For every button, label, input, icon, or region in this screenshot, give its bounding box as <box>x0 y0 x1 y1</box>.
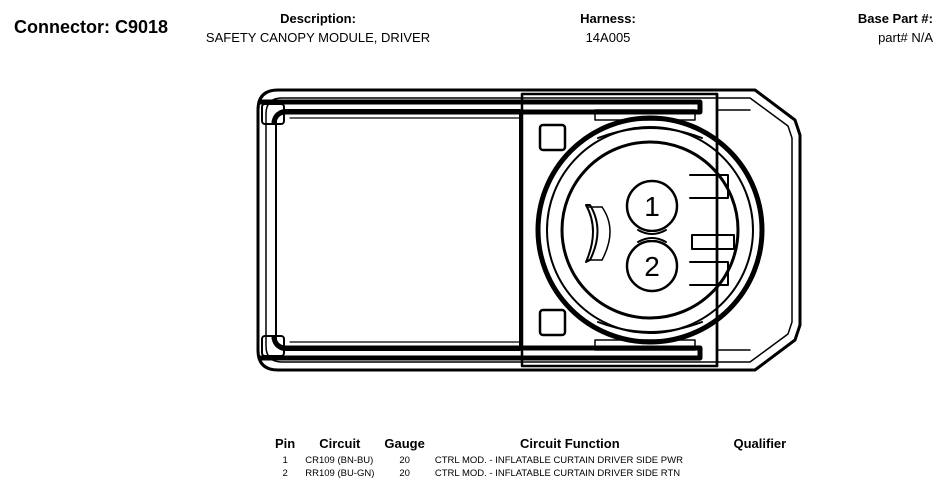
connector-title: Connector: C9018 <box>14 17 169 37</box>
bottom-latch-rail <box>257 335 703 361</box>
pin-1-label: 1 <box>644 191 660 222</box>
table-row: 1 CR109 (BN-BU) 20 CTRL MOD. - INFLATABL… <box>270 454 810 467</box>
base-part-block: Base Part #: part# N/A <box>858 11 933 46</box>
circuit-cell: RR109 (BU-GN) <box>305 468 375 479</box>
gauge-cell: 20 <box>399 455 410 466</box>
base-part-value: part# N/A <box>878 30 933 45</box>
pin-cell: 2 <box>282 468 288 479</box>
header-circuit: Circuit <box>319 436 361 451</box>
harness-block: Harness: 14A005 <box>548 11 668 46</box>
pin-cell: 1 <box>282 455 288 466</box>
circuit-cell: CR109 (BN-BU) <box>305 455 374 466</box>
housing-outline <box>256 88 802 372</box>
bottom-latch-tab <box>261 335 285 357</box>
qualifier-cell <box>710 467 810 480</box>
description-value: SAFETY CANOPY MODULE, DRIVER <box>205 30 431 45</box>
header-gauge: Gauge <box>384 436 425 451</box>
pin-2-cavity <box>625 239 679 293</box>
description-block: Description: SAFETY CANOPY MODULE, DRIVE… <box>188 11 448 46</box>
function-cell: CTRL MOD. - INFLATABLE CURTAIN DRIVER SI… <box>434 455 683 466</box>
header-qualifier: Qualifier <box>733 436 787 451</box>
harness-label: Harness: <box>580 11 636 26</box>
pin-table: Pin Circuit Gauge Circuit Function Quali… <box>270 436 810 480</box>
qualifier-cell <box>710 454 810 467</box>
left-body-outline <box>275 109 521 351</box>
header-pin: Pin <box>275 436 296 451</box>
top-latch-tab <box>261 103 285 125</box>
pin-table-header: Pin Circuit Gauge Circuit Function Quali… <box>270 436 810 454</box>
pin-1-cavity <box>625 179 679 233</box>
right-key-slot <box>689 174 729 199</box>
description-label: Description: <box>280 11 356 26</box>
socket-outer-ring <box>535 115 765 345</box>
bottom-key <box>538 308 567 337</box>
pin-2-label: 2 <box>644 251 660 282</box>
socket-inner-ring <box>560 140 740 320</box>
top-key <box>538 123 567 152</box>
shroud-key <box>585 204 599 263</box>
top-latch-rail <box>257 99 703 125</box>
function-cell: CTRL MOD. - INFLATABLE CURTAIN DRIVER SI… <box>434 468 681 479</box>
header-circuit-function: Circuit Function <box>520 436 620 451</box>
harness-value: 14A005 <box>585 30 631 45</box>
base-part-label: Base Part #: <box>857 11 933 26</box>
connector-face-diagram: 1 2 <box>256 88 802 372</box>
table-row: 2 RR109 (BU-GN) 20 CTRL MOD. - INFLATABL… <box>270 467 810 480</box>
gauge-cell: 20 <box>399 468 410 479</box>
